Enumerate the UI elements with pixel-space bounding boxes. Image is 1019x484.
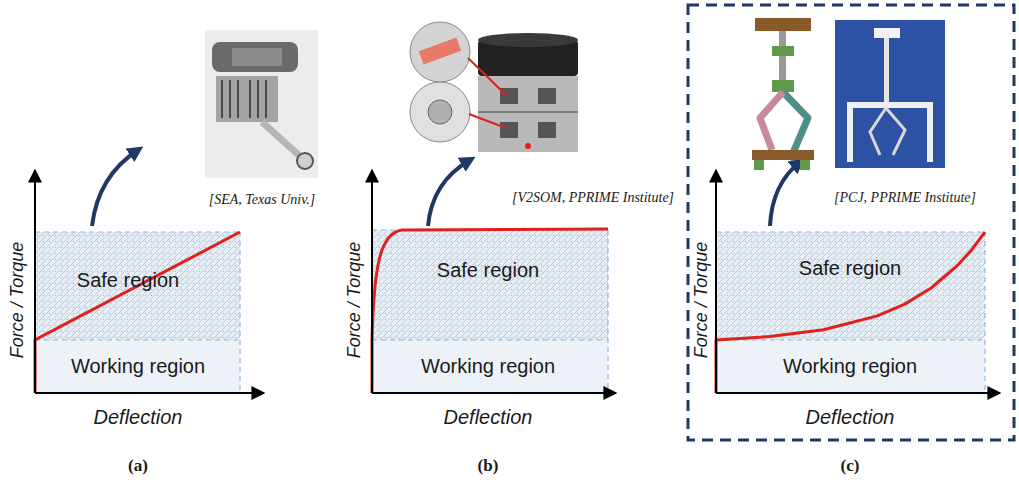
- limit-line: [716, 339, 985, 340]
- chart-a: [35, 30, 318, 393]
- top-face: [478, 33, 578, 47]
- link-arm: [870, 108, 905, 155]
- inset-view: [410, 82, 470, 142]
- link-arm: [760, 92, 783, 150]
- base-plate: [752, 150, 814, 160]
- limit-line: [716, 231, 985, 232]
- safe-area: [372, 230, 608, 340]
- y-axis: [34, 170, 36, 393]
- limit-line: [35, 231, 240, 232]
- inset-view: [410, 22, 470, 82]
- guide-block: [772, 80, 794, 92]
- housing: [478, 76, 578, 152]
- working-band: [716, 340, 985, 393]
- stiffness-curve: [716, 232, 985, 393]
- x-axis: [716, 392, 1000, 394]
- inset-part: [428, 100, 452, 124]
- motor-band: [232, 48, 282, 66]
- housing-slot: [538, 122, 556, 138]
- pointer-arrow: [770, 162, 800, 226]
- x-axis: [35, 392, 264, 394]
- spring-coils: [222, 80, 266, 118]
- pointer-arrow: [92, 150, 138, 226]
- ball-screw: [262, 122, 302, 158]
- motor-body: [212, 42, 298, 72]
- limit-line: [239, 232, 240, 393]
- housing-slot: [538, 88, 556, 104]
- leader-line: [468, 58, 506, 95]
- region-label: Safe region: [77, 269, 179, 292]
- highlight-frame: [688, 5, 1014, 440]
- photo-caption: [PCJ, PPRIME Institute]: [834, 190, 976, 206]
- status-led: [525, 143, 531, 149]
- y-axis: [371, 170, 373, 393]
- panel-label: (a): [128, 456, 148, 476]
- pointer-arrow: [428, 160, 470, 226]
- link-arm: [783, 92, 808, 160]
- test-frame: [850, 105, 930, 162]
- panel-label: (c): [841, 456, 860, 476]
- chart-c: [716, 18, 1000, 393]
- photo-ground: [835, 20, 945, 168]
- limit-line: [372, 339, 608, 340]
- axis-title: Force / Torque: [691, 242, 712, 358]
- working-band: [35, 340, 240, 393]
- guide-block: [772, 46, 794, 56]
- spring-housing: [216, 76, 278, 122]
- region-label: Working region: [421, 355, 555, 378]
- axis-title: Deflection: [94, 406, 183, 429]
- limit-line: [984, 232, 985, 393]
- leader-line: [469, 114, 506, 128]
- axis-title: Deflection: [444, 406, 533, 429]
- chart-b: [372, 22, 616, 393]
- axis-title: Deflection: [806, 406, 895, 429]
- region-label: Working region: [71, 355, 205, 378]
- stiffness-curve: [372, 229, 608, 393]
- limit-line: [607, 230, 608, 393]
- photo-caption: [SEA, Texas Univ.]: [209, 192, 316, 208]
- housing-slot: [500, 122, 518, 138]
- y-axis: [715, 170, 717, 393]
- photo-caption: [V2SOM, PPRIME Institute]: [512, 190, 674, 206]
- top-plate: [874, 28, 900, 38]
- vertical-rod: [884, 38, 889, 108]
- photo-ground: [205, 30, 318, 178]
- axis-title: Force / Torque: [7, 242, 28, 358]
- region-label: Safe region: [437, 259, 539, 282]
- axis-title: Force / Torque: [344, 242, 365, 358]
- rod-eye: [297, 153, 313, 169]
- housing-seam: [478, 111, 578, 113]
- stiffness-curve: [35, 232, 240, 393]
- inset-part: [419, 38, 461, 65]
- limit-line: [35, 339, 240, 340]
- x-axis: [372, 392, 616, 394]
- base-foot: [800, 160, 810, 170]
- working-band: [372, 340, 608, 393]
- top-plate: [755, 18, 811, 31]
- base-foot: [754, 160, 764, 170]
- panel-label: (b): [478, 456, 499, 476]
- region-label: Working region: [783, 355, 917, 378]
- region-label: Safe region: [799, 257, 901, 280]
